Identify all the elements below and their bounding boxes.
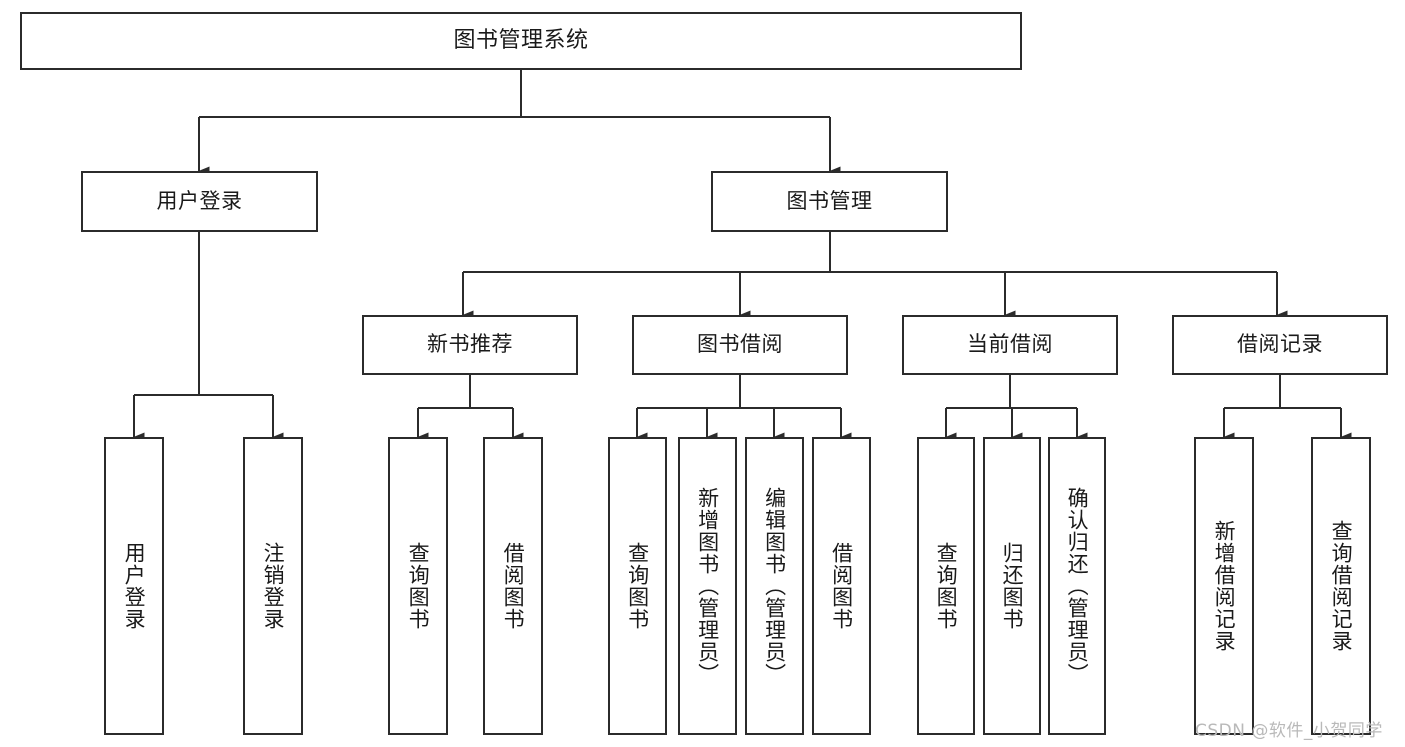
node-label: 新增图书（管理员） — [695, 487, 720, 685]
connector-lines — [133, 70, 1352, 442]
node-label: 借阅图书 — [501, 542, 526, 630]
node-label: 查询借阅记录 — [1329, 520, 1354, 652]
node-level2-0[interactable]: 用户登录 — [81, 171, 318, 232]
node-label: 借阅记录 — [1237, 332, 1323, 357]
node-level3-3[interactable]: 借阅记录 — [1172, 315, 1388, 375]
node-label: 用户登录 — [122, 542, 147, 630]
node-label: 注销登录 — [261, 542, 286, 630]
node-leaf-1[interactable]: 注销登录 — [243, 437, 303, 735]
node-leaf-3[interactable]: 借阅图书 — [483, 437, 543, 735]
node-label: 编辑图书（管理员） — [762, 487, 787, 685]
node-leaf-6[interactable]: 编辑图书（管理员） — [745, 437, 804, 735]
node-leaf-7[interactable]: 借阅图书 — [812, 437, 871, 735]
node-level3-2[interactable]: 当前借阅 — [902, 315, 1118, 375]
node-level3-0[interactable]: 新书推荐 — [362, 315, 578, 375]
node-label: 当前借阅 — [967, 332, 1053, 357]
node-label: 图书管理系统 — [453, 27, 589, 53]
node-root-system[interactable]: 图书管理系统 — [20, 12, 1022, 70]
node-label: 归还图书 — [1000, 542, 1025, 630]
node-label: 查询图书 — [406, 542, 431, 630]
watermark-text: CSDN @软件_小贺同学 — [1195, 721, 1383, 741]
node-leaf-12[interactable]: 查询借阅记录 — [1311, 437, 1371, 735]
node-leaf-8[interactable]: 查询图书 — [917, 437, 975, 735]
node-leaf-0[interactable]: 用户登录 — [104, 437, 164, 735]
node-level3-1[interactable]: 图书借阅 — [632, 315, 848, 375]
node-level2-1[interactable]: 图书管理 — [711, 171, 948, 232]
node-label: 图书管理 — [786, 188, 873, 213]
node-leaf-2[interactable]: 查询图书 — [388, 437, 448, 735]
node-label: 新书推荐 — [427, 332, 513, 357]
node-label: 确认归还（管理员） — [1065, 487, 1090, 685]
node-label: 借阅图书 — [829, 542, 854, 630]
node-leaf-4[interactable]: 查询图书 — [608, 437, 667, 735]
node-leaf-5[interactable]: 新增图书（管理员） — [678, 437, 737, 735]
node-leaf-9[interactable]: 归还图书 — [983, 437, 1041, 735]
node-label: 图书借阅 — [697, 332, 783, 357]
node-label: 新增借阅记录 — [1212, 520, 1237, 652]
node-leaf-10[interactable]: 确认归还（管理员） — [1048, 437, 1106, 735]
node-label: 查询图书 — [625, 542, 650, 630]
node-label: 用户登录 — [156, 188, 243, 213]
node-leaf-11[interactable]: 新增借阅记录 — [1194, 437, 1254, 735]
node-label: 查询图书 — [934, 542, 959, 630]
